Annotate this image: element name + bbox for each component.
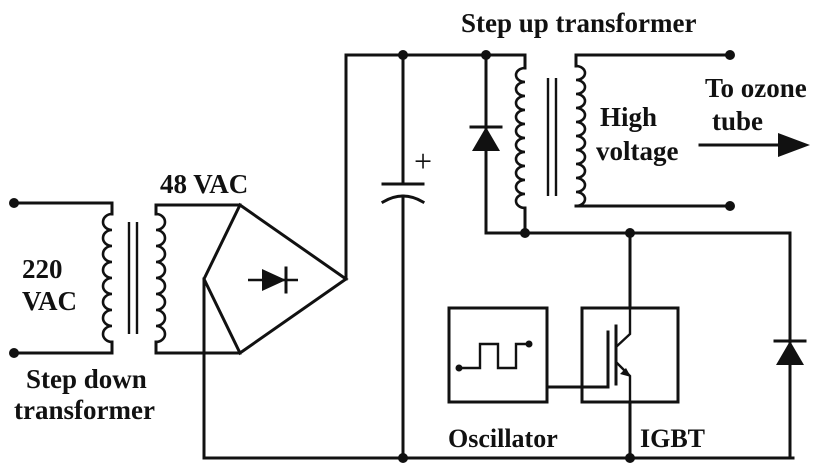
primary-coil: [101, 212, 113, 344]
primary-lead-bottom: [12, 340, 114, 355]
freewheel-diode: [773, 339, 807, 365]
step-up-primary-coil: [514, 66, 526, 210]
input-voltage-label-line1: 220: [22, 254, 63, 284]
secondary-coil: [155, 212, 167, 344]
junction-dot: [625, 228, 635, 238]
igbt-collector: [615, 308, 632, 348]
igbt-emitter: [615, 361, 632, 402]
oscillator-label: Oscillator: [448, 424, 558, 453]
clamp-diode-icon: [472, 127, 500, 151]
oscillator: [447, 306, 549, 404]
secondary-lead-bottom: [154, 340, 242, 355]
high-voltage-label-line1: High: [600, 102, 657, 132]
ozone-label-line2: tube: [712, 106, 763, 136]
igbt-emitter-arrow-icon: [620, 368, 631, 377]
step-up-transformer: [484, 50, 735, 235]
junction-dot: [481, 50, 491, 60]
secondary-voltage-label: 48 VAC: [160, 169, 248, 199]
switch-node-wire: [523, 231, 792, 460]
oscillator-box: [447, 306, 549, 404]
bridge-outline: [202, 202, 349, 356]
igbt: [580, 306, 680, 404]
clamp-diode: [469, 125, 503, 151]
ozone-label-line1: To ozone: [705, 73, 807, 103]
square-wave-icon: [459, 342, 529, 370]
input-voltage-label-line2: VAC: [22, 286, 77, 316]
output-arrow-icon: [698, 133, 810, 157]
freewheel-diode-icon: [776, 341, 804, 365]
igbt-label: IGBT: [640, 424, 705, 453]
capacitor-polarity-label: +: [414, 143, 432, 179]
output-terminal-bottom: [725, 201, 735, 211]
junction-dot: [398, 50, 408, 60]
high-voltage-label-line2: voltage: [596, 136, 678, 166]
junction-dot: [520, 228, 530, 238]
step-up-primary-lead-top: [484, 53, 527, 70]
secondary-lead-top: [154, 203, 242, 216]
step-down-label-line2: transformer: [14, 395, 155, 425]
step-up-secondary-coil: [575, 64, 587, 208]
step-up-label: Step up transformer: [461, 8, 696, 38]
step-up-secondary-lead-top: [574, 53, 732, 68]
primary-lead-top: [12, 201, 114, 216]
dc-positive-rail: [344, 53, 527, 281]
step-down-label-line1: Step down: [26, 364, 147, 394]
bridge-rectifier: [202, 202, 349, 356]
junction-dot: [398, 453, 408, 463]
output-terminal-top: [725, 50, 735, 60]
junction-dot: [625, 453, 635, 463]
dc-negative-rail: [202, 277, 795, 460]
filter-capacitor: [380, 53, 426, 460]
step-down-transformer: [9, 198, 242, 358]
